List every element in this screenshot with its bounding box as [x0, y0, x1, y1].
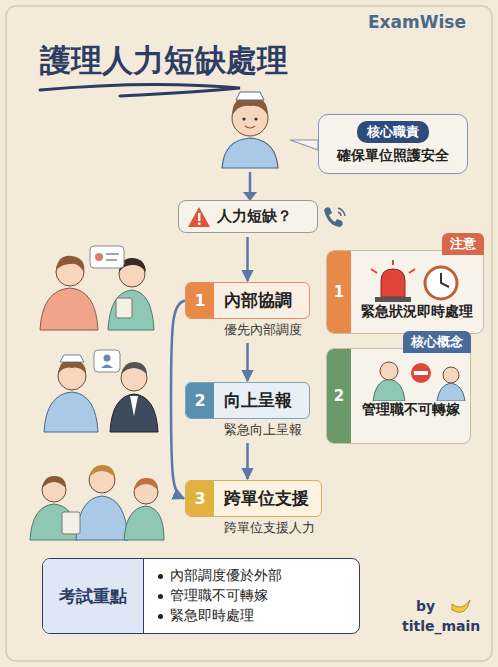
bullet-dot [158, 574, 163, 579]
callout-tag: 核心職責 [357, 121, 429, 143]
flow-arrow [171, 301, 185, 499]
report-illustration [44, 350, 158, 432]
step-number: 1 [186, 283, 214, 318]
panel-tag: 核心概念 [403, 331, 471, 353]
bullet-dot [158, 614, 163, 619]
label: by [416, 598, 435, 614]
banana-icon [452, 600, 470, 612]
page-frame [6, 6, 492, 661]
process-box: 3跨單位支援跨單位支援人力 [185, 480, 322, 517]
step-subtext: 跨單位支援人力 [224, 519, 315, 537]
staff-discussion-illustration [40, 246, 154, 330]
flow-arrow [249, 172, 252, 194]
callout-box: 核心職責確保單位照護安全 [318, 114, 468, 174]
note-panel: 注意1緊急狀況即時處理 [326, 250, 484, 334]
callout-number: 1 [327, 251, 351, 333]
process-box: 2向上呈報緊急向上呈報 [185, 382, 310, 419]
step-number: 2 [186, 383, 214, 418]
note-panel: 核心概念2管理職不可轉嫁 [326, 348, 471, 444]
step-title: 內部協調 [224, 289, 297, 312]
flow-arrow [246, 443, 249, 479]
label: title_main [402, 618, 480, 634]
step-subtext: 緊急向上呈報 [224, 421, 302, 439]
no-transfer-icon [367, 357, 467, 401]
flow-arrow [246, 237, 249, 281]
summary-heading: 考試重點 [59, 585, 127, 608]
callout-number: 2 [327, 349, 351, 443]
team-support-illustration [30, 465, 164, 540]
title-underline [40, 84, 240, 96]
nurse-illustration [222, 92, 278, 168]
callout-text: 確保單位照護安全 [331, 147, 455, 165]
phone-icon [324, 207, 345, 227]
step-title: 跨單位支援 [224, 487, 309, 510]
label: ExamWise [368, 12, 466, 32]
panel-tag: 注意 [442, 233, 484, 255]
flow-arrow [246, 343, 249, 381]
decision-text: 人力短缺？ [217, 207, 305, 226]
decision-box: 人力短缺？ [178, 200, 318, 233]
warning-icon [187, 206, 211, 228]
title: 護理人力短缺處理 [40, 40, 288, 82]
step-number: 3 [186, 481, 214, 516]
process-box: 1內部協調優先內部調度 [185, 282, 310, 319]
panel-text: 管理職不可轉嫁 [361, 401, 460, 419]
summary-item: 管理職不可轉嫁 [170, 587, 268, 605]
summary-item: 內部調度優於外部 [170, 567, 282, 585]
summary-box: 考試重點 內部調度優於外部管理職不可轉嫁緊急即時處理 [42, 558, 360, 634]
panel-text: 緊急狀況即時處理 [361, 303, 473, 321]
step-title: 向上呈報 [224, 389, 297, 412]
siren-clock-icon [367, 259, 467, 303]
callout-pointer [290, 140, 318, 150]
bullet-dot [158, 594, 163, 599]
step-subtext: 優先內部調度 [224, 321, 302, 339]
summary-item: 緊急即時處理 [170, 607, 254, 625]
